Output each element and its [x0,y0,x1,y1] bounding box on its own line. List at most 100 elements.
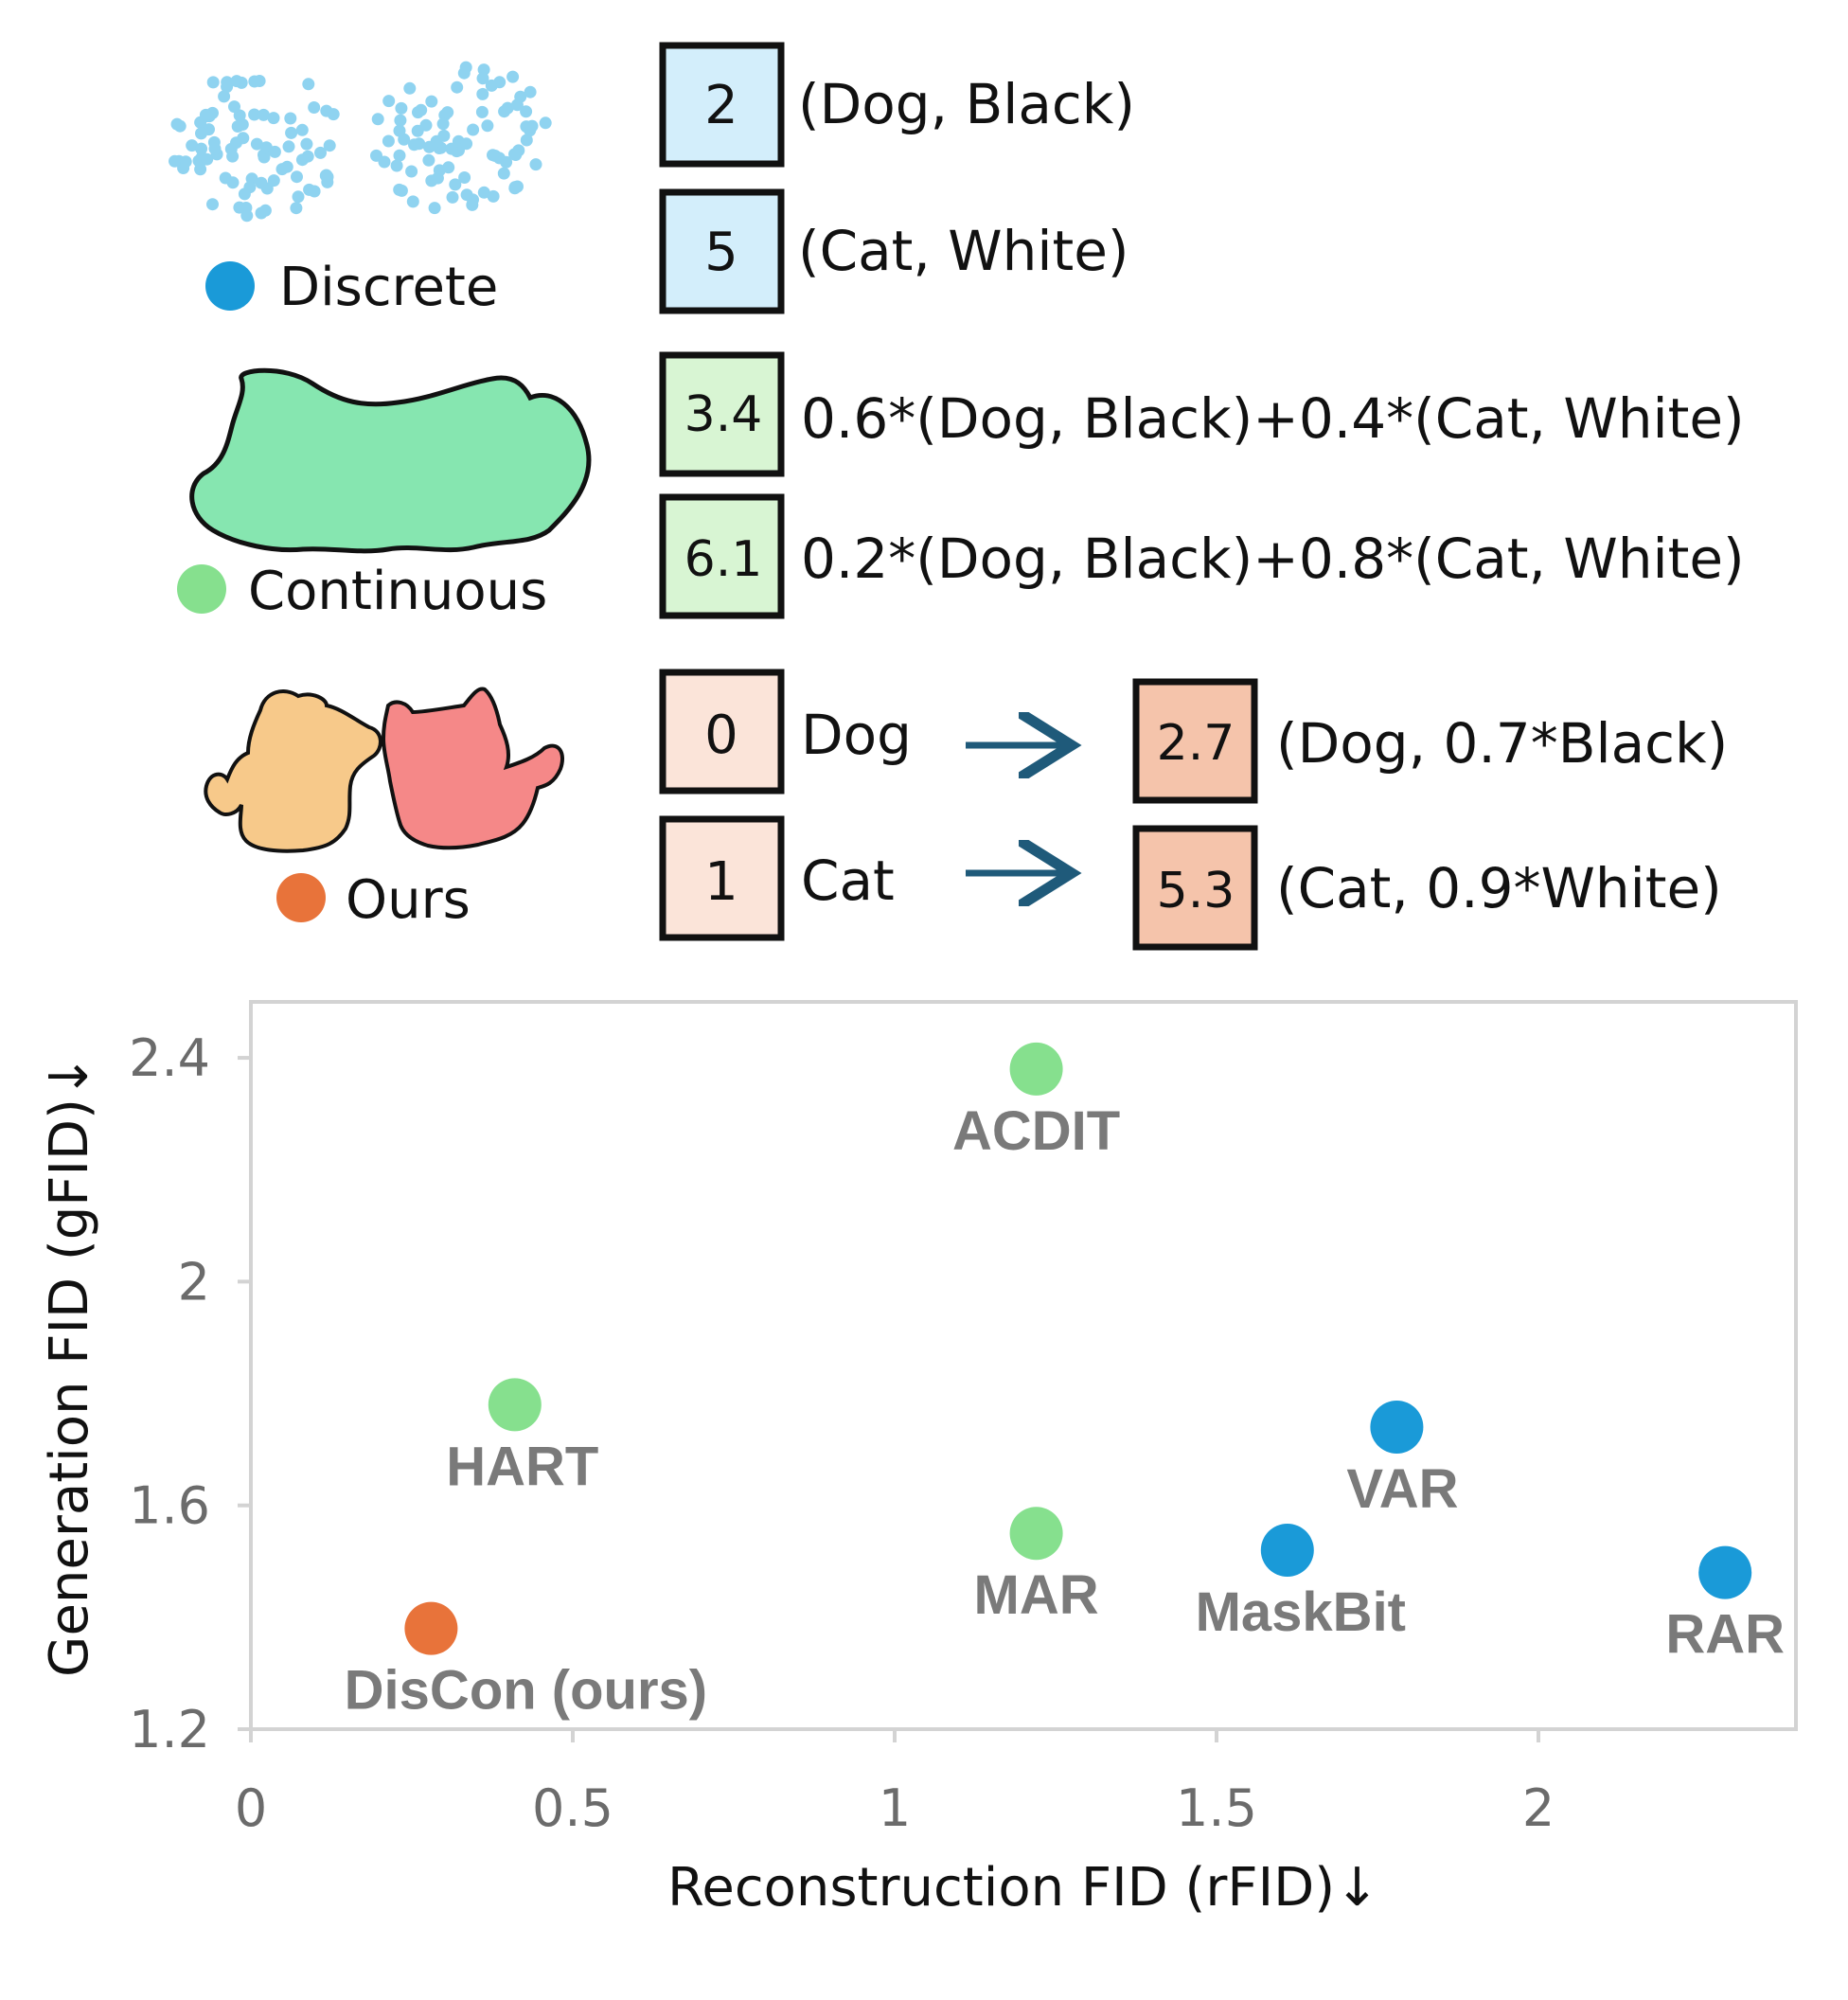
dot [206,76,220,89]
dot [497,167,510,180]
dog-shape-icon [204,689,382,853]
token-description: 0.2*(Dog, Black)+0.8*(Cat, White) [801,527,1745,591]
dot [320,169,333,182]
dot [195,142,208,155]
cat-shape-icon [381,687,564,850]
continuous-legend-label: Continuous [248,561,547,622]
dot [422,153,435,167]
token-description: (Cat, White) [798,219,1129,283]
dot [250,137,263,151]
x-tick-label: 1 [879,1778,911,1838]
dot [395,184,408,197]
dot [267,174,280,188]
token-value: 6.1 [684,531,763,588]
dot [226,176,240,189]
dot [258,204,272,217]
dot [525,119,539,133]
dot [291,170,303,184]
dot [267,112,280,125]
dot [255,176,268,189]
dot [475,105,489,118]
dot [529,158,542,171]
y-tick-label: 2.4 [129,1028,210,1088]
dot [290,202,303,215]
dot [393,124,406,137]
dot [170,117,184,131]
point-label: VAR [1346,1458,1458,1520]
dot [308,185,321,198]
token-value: 0 [704,705,738,766]
dot [498,105,511,118]
dot [221,76,234,89]
dot [218,90,231,103]
dot [201,152,214,166]
dot [169,154,181,168]
scatter-point [1260,1523,1314,1577]
dot [510,98,524,112]
scatter-point [404,1601,458,1655]
token-box [659,42,785,168]
dot [460,137,473,151]
dot [382,95,396,108]
dot [441,106,454,119]
dot [320,104,333,117]
token-description-enriched: (Dog, 0.7*Black) [1276,711,1728,776]
dot [314,146,327,159]
dot [403,81,417,95]
point-label: DisCon (ours) [345,1660,707,1722]
dot [408,138,420,152]
dot [206,198,219,211]
y-axis-label: Generation FID (gFID)↓ [39,1054,100,1677]
dot [520,134,533,147]
scatter-point [488,1378,542,1432]
dot [487,149,499,162]
token-value: 1 [704,851,738,913]
dot [487,189,500,203]
dot [506,70,520,83]
dot [382,134,395,148]
dot [199,108,212,121]
dot [257,108,270,121]
token-description-enriched: (Cat, 0.9*White) [1276,856,1722,920]
token-box [659,669,785,795]
dot [231,120,244,133]
dot [179,155,192,169]
continuous-blob-icon [189,367,592,554]
y-tick-label: 2 [178,1252,210,1312]
dot [268,145,281,158]
dot [442,161,455,174]
x-axis-label: Reconstruction FID (rFID)↓ [667,1857,1379,1919]
dot [476,87,489,100]
token-box [659,351,785,477]
dot [477,186,490,199]
dot [419,118,433,132]
dot [508,181,522,194]
dot [195,127,207,140]
dot [248,75,261,88]
dot [371,113,384,126]
y-axis: 1.21.622.4 [129,1028,251,1759]
dot [235,76,248,89]
point-label: MAR [974,1564,1099,1626]
dot [233,109,246,122]
token-value: 5 [704,222,738,283]
scatter-point [1698,1545,1752,1599]
dot [520,105,533,118]
token-box [659,815,785,941]
dot [451,80,464,94]
discrete-dot-cloud-icon [370,61,552,215]
dot [467,123,480,136]
dot [240,209,254,223]
dot [436,117,450,131]
dot [378,155,391,169]
scatter-point [1009,1042,1063,1096]
dot [292,190,305,204]
dot [476,72,489,85]
continuous-legend-marker [177,564,226,614]
y-tick-label: 1.2 [129,1700,210,1759]
x-tick-label: 2 [1522,1778,1555,1838]
dot [428,202,441,215]
discrete-dot-cloud-icon [169,75,340,223]
